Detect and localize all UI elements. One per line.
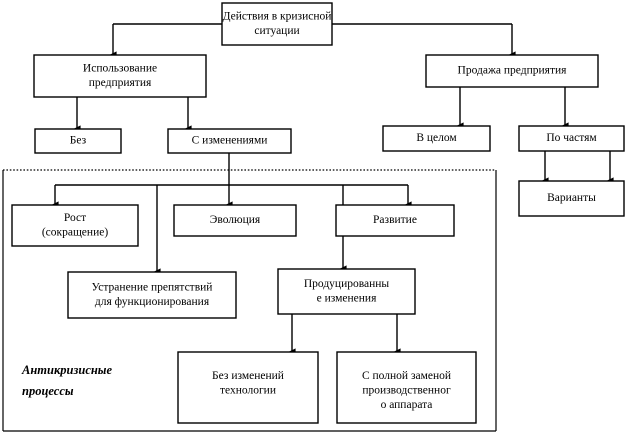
node-use[interactable]: Использование предприятия — [33, 54, 207, 98]
node-label-fullreplace: о аппарата — [381, 399, 433, 411]
node-box-fullreplace[interactable] — [336, 351, 477, 424]
node-produced[interactable]: Продуцированны е изменения — [277, 268, 416, 315]
node-label-parts: По частям — [546, 132, 597, 144]
node-box-obstacles[interactable] — [67, 271, 237, 319]
region-caption: Антикризисные процессы — [21, 363, 112, 398]
node-label-sale: Продажа предприятия — [458, 65, 568, 77]
node-label-root: Действия в кризисной — [223, 10, 332, 22]
node-box-produced[interactable] — [277, 268, 416, 315]
node-box-notech[interactable] — [177, 351, 319, 424]
node-label-without: Без — [70, 135, 87, 147]
node-label-development: Развитие — [373, 214, 417, 226]
node-fullreplace[interactable]: С полной заменой производственног о аппара… — [336, 351, 477, 424]
node-obstacles[interactable]: Устранение препятствий для функционирован… — [67, 271, 237, 319]
connector-withchanges-to-growth — [51, 153, 408, 209]
node-label-notech: технологии — [220, 384, 276, 396]
node-box-growth[interactable] — [11, 204, 139, 247]
node-box-root[interactable] — [221, 2, 333, 46]
node-box-use[interactable] — [33, 54, 207, 98]
node-label-whole: В целом — [416, 132, 457, 144]
node-label-evolution: Эволюция — [210, 214, 261, 226]
node-box-parts[interactable] — [518, 125, 625, 152]
node-without[interactable]: Без — [34, 128, 122, 154]
node-box-variants[interactable] — [518, 180, 625, 217]
node-box-development[interactable] — [335, 204, 455, 237]
node-label-variants: Варианты — [547, 192, 596, 204]
node-label-notech: Без изменений — [212, 370, 284, 382]
node-label-obstacles: Устранение препятствий — [92, 281, 213, 293]
node-label-fullreplace: С полной заменой — [362, 370, 451, 382]
anti-crisis-region — [2, 169, 497, 432]
node-box-whole[interactable] — [382, 125, 491, 152]
node-withchanges[interactable]: С изменениями — [167, 128, 292, 154]
node-label-growth: (сокращение) — [42, 226, 108, 238]
node-box-withchanges[interactable] — [167, 128, 292, 154]
node-notech[interactable]: Без изменений технологии — [177, 351, 319, 424]
node-label-produced: Продуцированны — [304, 278, 390, 290]
node-label-produced: е изменения — [317, 292, 377, 304]
node-box-without[interactable] — [34, 128, 122, 154]
node-parts[interactable]: По частям — [518, 125, 625, 152]
node-label-fullreplace: производственног — [362, 384, 451, 396]
node-label-use: предприятия — [89, 77, 152, 89]
node-label-growth: Рост — [64, 212, 86, 224]
node-root[interactable]: Действия в кризисной ситуации — [221, 2, 333, 46]
node-layer: Действия в кризисной ситуацииИспользовани… — [11, 2, 625, 424]
node-growth[interactable]: Рост (сокращение) — [11, 204, 139, 247]
node-sale[interactable]: Продажа предприятия — [425, 54, 599, 88]
region-caption-line: процессы — [22, 384, 74, 398]
node-label-obstacles: для функционирования — [95, 296, 210, 308]
node-development[interactable]: Развитие — [335, 204, 455, 237]
node-box-sale[interactable] — [425, 54, 599, 88]
node-evolution[interactable]: Эволюция — [173, 204, 297, 237]
node-whole[interactable]: В целом — [382, 125, 491, 152]
node-label-root: ситуации — [254, 25, 299, 37]
node-label-use: Использование — [83, 62, 157, 74]
node-box-evolution[interactable] — [173, 204, 297, 237]
node-label-withchanges: С изменениями — [192, 135, 268, 147]
node-variants[interactable]: Варианты — [518, 180, 625, 217]
region-caption-line: Антикризисные — [21, 363, 112, 377]
